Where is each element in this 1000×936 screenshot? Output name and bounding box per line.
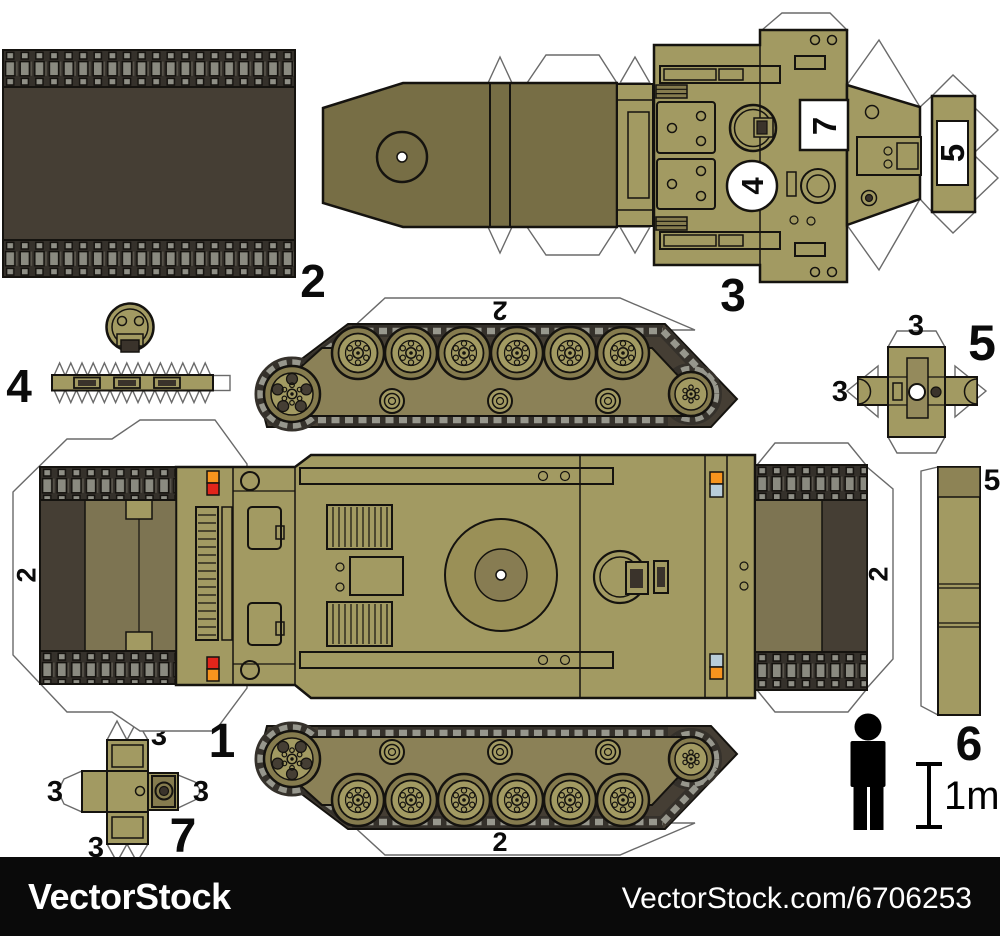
part-2-track-strip: 2 [2,49,326,307]
head-light [709,471,724,485]
brand-text: VectorStock [28,876,232,917]
part-7-box-cross: 3 3 3 3 7 [47,719,209,864]
watermark-text: VectorStock.com/6706253 [622,882,972,915]
watermark-footer: VectorStock VectorStock.com/6706253 [0,857,1000,936]
tail-light [206,668,220,682]
cupola-tab-top-label: 3 [908,310,924,342]
track-flap-top-label: 2 [492,296,507,326]
tail-light [206,656,220,670]
glue-tabs [486,12,1000,272]
scale-bar [916,762,942,829]
part-3-turret-template: 5 4 7 3 [321,12,1000,321]
part-3-number: 3 [720,269,746,321]
part-6-number: 6 [956,718,983,771]
part-7-number: 7 [170,810,197,863]
head-light [709,653,724,668]
tail-light [206,470,220,484]
track-flap-bottom-label: 2 [492,827,507,857]
scale-marker: 1m [850,713,1000,830]
hull-flap-right-label: 2 [864,566,894,581]
cupola-tab-left-label: 3 [832,376,848,408]
head-light [709,483,724,498]
box-tab-bottom-label: 3 [88,832,104,864]
box-tab-right-label: 3 [193,776,209,808]
part-2-number: 2 [300,255,326,307]
attachment-badge-5 [936,120,969,186]
rear-track-prints [39,466,177,685]
turret-rear: 5 [845,83,977,227]
turret-rear-plate-label: 5 [934,144,971,162]
tail-light [206,482,220,496]
part-6-skirt-strip: 5 6 [920,464,1000,771]
attachment-badge-4 [725,159,779,213]
hull-flap-left-label: 2 [12,567,42,582]
turret-top [652,28,849,284]
person-icon [850,713,886,830]
attachment-badge-7 [798,98,850,152]
box-tab-left-label: 3 [47,776,63,808]
part-5-cupola-cross: 3 3 5 [832,310,996,454]
front-track-prints [754,464,868,691]
part-1-hull-template: 2 2 2 2 1 [12,296,894,858]
part-1-number: 1 [209,715,236,768]
part-4-number: 4 [6,360,32,412]
head-light [709,666,724,680]
hull-deck-details [195,455,749,698]
turret-box-label: 7 [806,117,843,135]
part-4-hatch-and-strip: 4 [6,302,231,412]
scale-label: 1m [944,774,1000,818]
turret-hatch-label: 4 [735,177,770,195]
footer-bar [0,857,1000,936]
gun-mantlet [321,81,654,229]
part-5-number: 5 [968,315,996,371]
skirt-top-label: 5 [984,464,1000,497]
